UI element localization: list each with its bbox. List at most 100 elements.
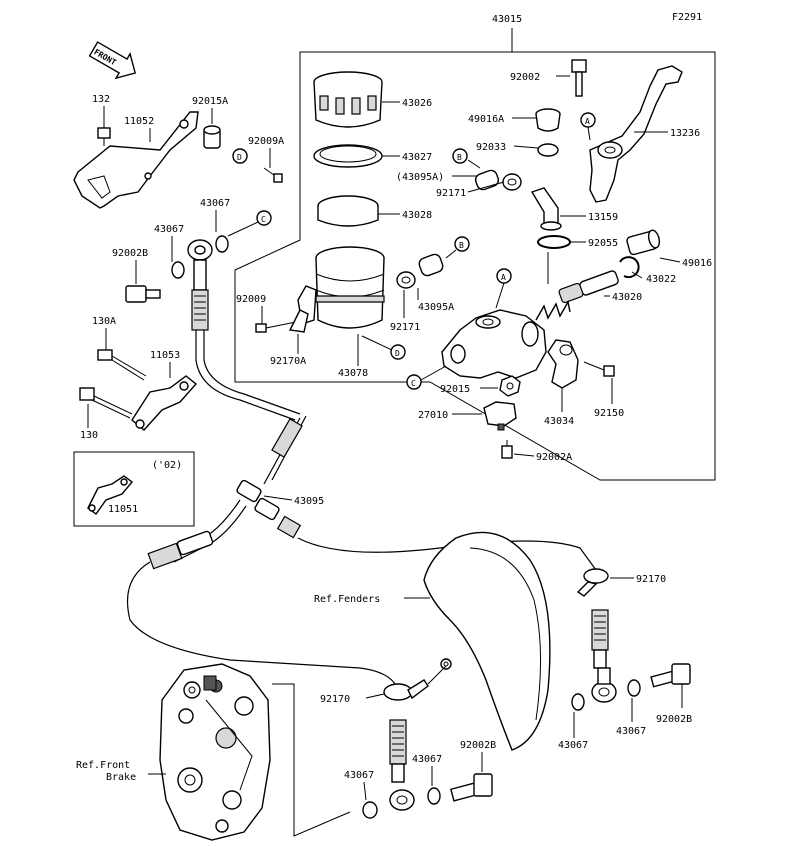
diaphragm-plate-43027 <box>313 144 383 168</box>
washer-43067-d <box>627 679 641 697</box>
screw-92009 <box>255 321 297 333</box>
washer-43067-lower <box>171 261 185 279</box>
marker-C-1: C <box>256 210 272 226</box>
banjo-bolt-92002B-a <box>125 285 161 303</box>
figure-id: F2291 <box>672 12 702 23</box>
bolt-92002A <box>501 440 513 459</box>
clamp-11053 <box>131 375 198 431</box>
washer-43067-upper <box>215 235 229 253</box>
callout-43095: 43095 <box>294 496 324 507</box>
callout-92171-b: 92171 <box>390 322 420 333</box>
front-fender <box>423 531 551 751</box>
svg-text:D: D <box>237 153 242 162</box>
callout-92150: 92150 <box>594 408 624 419</box>
brake-lever-13236 <box>589 65 683 203</box>
marker-C-2: C <box>406 374 422 390</box>
callout-92002A: 92002A <box>536 452 572 463</box>
callout-43067-d: 43067 <box>616 726 646 737</box>
piston-assy-43020 <box>535 270 619 321</box>
clip-92170A <box>288 309 309 333</box>
callout-43095A-b: 43095A <box>418 302 454 313</box>
callout-92015: 92015 <box>440 384 470 395</box>
marker-A-1: A <box>580 112 596 128</box>
callout-43078: 43078 <box>338 368 368 379</box>
callout-130: 130 <box>80 430 98 441</box>
callout-92009: 92009 <box>236 294 266 305</box>
reservoir-hose-43095A <box>418 169 500 277</box>
bolt-130A <box>97 349 147 381</box>
boot-49016A <box>535 108 561 132</box>
washer-43067-e <box>362 801 378 819</box>
callout-92002B-a: 92002B <box>112 248 148 259</box>
callout-43015: 43015 <box>492 14 522 25</box>
callout-43034: 43034 <box>544 416 574 427</box>
callout-92170-a: 92170 <box>636 574 666 585</box>
callout-92002B-b: 92002B <box>656 714 692 725</box>
callout-13159: 13159 <box>588 212 618 223</box>
clamp-92171-upper <box>502 173 522 191</box>
callout-49016A: 49016A <box>468 114 504 125</box>
clamp-92170-right <box>576 568 609 597</box>
pivot-bolt-92002 <box>571 59 587 97</box>
marker-A-2: A <box>496 268 512 284</box>
callout-43095A-a: (43095A) <box>396 172 444 183</box>
o-ring-92055 <box>537 235 571 249</box>
callout-43067-c: 43067 <box>558 740 588 751</box>
year-variant-box: ('02) 11051 <box>73 451 195 527</box>
screw-92009A <box>263 167 283 183</box>
master-cylinder-body <box>441 309 547 379</box>
bracket-11052 <box>73 111 199 209</box>
reference-front-brake-line2: Brake <box>106 772 136 783</box>
callout-92171-a: 92171 <box>436 188 466 199</box>
bolt-92150 <box>583 361 615 377</box>
callout-43026: 43026 <box>402 98 432 109</box>
hose-fitting-13159 <box>530 187 562 231</box>
marker-B-2: B <box>452 148 468 164</box>
marker-D-2: D <box>390 344 406 360</box>
callout-43067-e: 43067 <box>344 770 374 781</box>
reservoir-cap-43026 <box>313 71 383 128</box>
callout-49016: 49016 <box>682 258 712 269</box>
bolt-132 <box>97 127 111 146</box>
bolt-130 <box>79 387 133 419</box>
marker-B-1: B <box>454 236 470 252</box>
reference-fenders: Ref.Fenders <box>314 594 380 605</box>
callout-130A: 130A <box>92 316 116 327</box>
callout-92033: 92033 <box>476 142 506 153</box>
spacer-92015A <box>203 125 221 149</box>
brake-hose-lower <box>126 415 597 691</box>
clamp-92170-left <box>383 665 447 701</box>
reference-front-brake-line1: Ref.Front <box>76 760 130 771</box>
washer-43067-c <box>571 693 585 711</box>
callout-43020: 43020 <box>612 292 642 303</box>
washer-43067-f <box>427 787 441 805</box>
callout-43027: 43027 <box>402 152 432 163</box>
diaphragm-43028 <box>317 195 379 227</box>
front-direction-arrow: FRONT <box>88 41 137 80</box>
svg-text:C: C <box>411 379 416 388</box>
year-note: ('02) <box>152 460 182 471</box>
callout-92009A: 92009A <box>248 136 284 147</box>
holder-43034 <box>547 339 579 389</box>
switch-27010 <box>483 401 517 431</box>
svg-text:D: D <box>395 349 400 358</box>
svg-text:B: B <box>457 153 462 162</box>
clamp-92171-lower <box>396 271 416 289</box>
banjo-fitting-upper <box>187 239 213 291</box>
brake-hose-right <box>591 609 609 669</box>
callout-92055: 92055 <box>588 238 618 249</box>
callout-92015A-top: 92015A <box>192 96 228 107</box>
callout-43067-f: 43067 <box>412 754 442 765</box>
boot-49016 <box>626 229 661 256</box>
front-brake-caliper <box>159 663 271 841</box>
hose-joint-43095 <box>236 479 302 539</box>
nut-92015 <box>499 375 521 397</box>
callout-132: 132 <box>92 94 110 105</box>
callout-43028: 43028 <box>402 210 432 221</box>
callout-92002B-c: 92002B <box>460 740 496 751</box>
marker-D-1: D <box>232 148 248 164</box>
reservoir-body-43078 <box>297 246 385 329</box>
banjo-bolt-92002B-b <box>650 663 691 688</box>
callout-92170-b: 92170 <box>320 694 350 705</box>
